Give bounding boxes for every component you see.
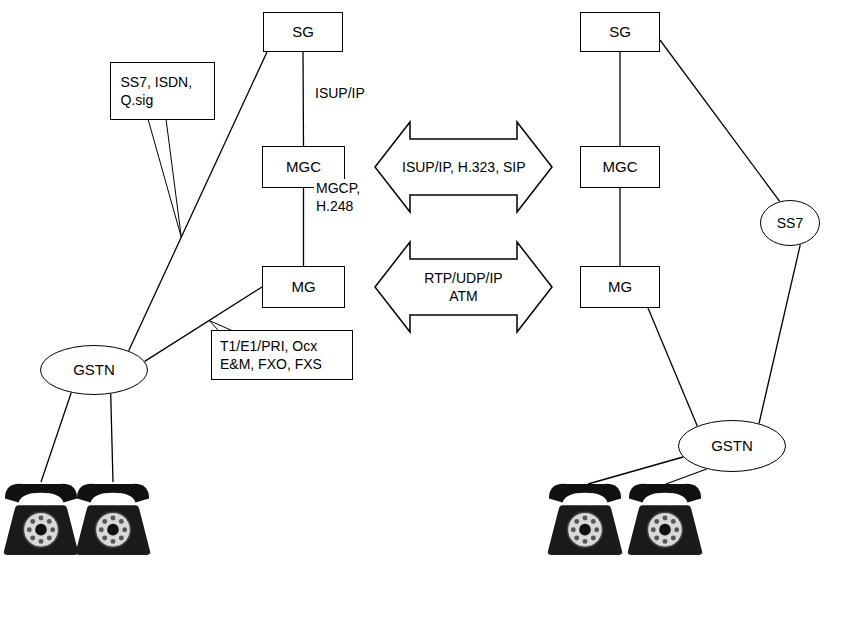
network-ellipse: SS7 xyxy=(760,200,820,246)
text-holder: SG xyxy=(609,22,631,42)
telephone-icon xyxy=(548,484,622,555)
ellipse-shape xyxy=(761,201,820,246)
link-line xyxy=(759,245,800,424)
media-gateway-box: MG xyxy=(580,266,660,308)
protocol-label: MGCP, H.248 xyxy=(314,179,378,215)
network-label: GSTN xyxy=(73,360,115,380)
callout-tail xyxy=(148,119,181,237)
box-label: MGC xyxy=(603,157,638,177)
network-ellipse: GSTN xyxy=(40,345,148,395)
box-label: MG xyxy=(608,277,632,297)
box-label: SG xyxy=(609,22,631,42)
signaling-gateway-box: SG xyxy=(263,12,343,52)
link-line xyxy=(660,40,780,201)
box-label: MG xyxy=(291,277,315,297)
text-holder: MG xyxy=(608,277,632,297)
phone-wire xyxy=(666,469,707,484)
telephone-icon xyxy=(76,484,150,555)
ellipse-shape xyxy=(41,346,148,395)
media-gateway-box: MG xyxy=(262,266,345,308)
phone-wire xyxy=(588,457,683,484)
protocol-label: ISUP/IP, H.323, SIP xyxy=(400,158,527,176)
text-holder: GSTN xyxy=(711,436,753,456)
callout-text: SS7, ISDN, Q.sig xyxy=(121,73,205,109)
protocol-label: ISUP/IP xyxy=(313,84,367,102)
network-ellipse: GSTN xyxy=(678,420,786,472)
telephone-icon xyxy=(628,484,702,555)
text-holder: MG xyxy=(291,277,315,297)
block-arrow xyxy=(375,242,552,332)
link-line xyxy=(302,52,304,146)
phone-wire xyxy=(111,394,113,482)
block-arrow xyxy=(375,122,552,212)
box-label: MGC xyxy=(286,157,321,177)
box-label: SG xyxy=(292,22,314,42)
phone-wire xyxy=(41,393,71,482)
network-label: SS7 xyxy=(777,214,803,232)
text-holder: MGC xyxy=(603,157,638,177)
callout-box: T1/E1/PRI, Ocx E&M, FXO, FXS xyxy=(211,330,353,380)
text-holder: GSTN xyxy=(73,360,115,380)
text-holder: SS7 xyxy=(777,214,803,232)
link-line xyxy=(619,188,620,266)
telephone-icon xyxy=(4,484,78,555)
network-label: GSTN xyxy=(711,436,753,456)
signaling-gateway-box: SG xyxy=(580,12,660,52)
link-line xyxy=(303,188,304,266)
ellipse-shape xyxy=(679,421,786,472)
text-holder: SG xyxy=(292,22,314,42)
text-holder: T1/E1/PRI, Ocx E&M, FXO, FXS xyxy=(220,337,344,373)
text-holder: MGC xyxy=(286,157,321,177)
text-holder: SS7, ISDN, Q.sig xyxy=(121,73,205,109)
protocol-label: RTP/UDP/IP ATM xyxy=(414,269,513,305)
callout-box: SS7, ISDN, Q.sig xyxy=(110,62,215,120)
link-line xyxy=(648,308,697,426)
media-gateway-controller-box: MGC xyxy=(580,146,660,188)
link-line xyxy=(619,52,620,146)
callout-text: T1/E1/PRI, Ocx E&M, FXO, FXS xyxy=(220,337,344,373)
